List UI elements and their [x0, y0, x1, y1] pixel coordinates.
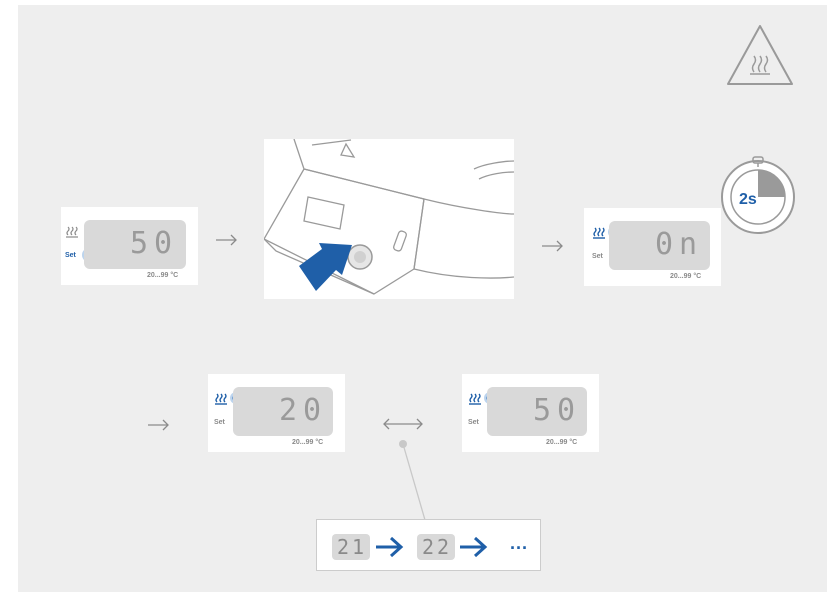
set-label: Set: [468, 419, 479, 426]
sequence-lcd-second: 22: [417, 534, 455, 560]
timer-label: 2s: [739, 191, 757, 208]
lcd-screen: 50: [84, 220, 186, 269]
press-button-arrow-icon: [299, 243, 352, 291]
sequence-arrow-icon: [460, 536, 488, 558]
display-panel-high: Set 50 20...99 °C: [462, 374, 599, 452]
lcd-value: 0n: [655, 227, 704, 262]
device-illustration: [264, 139, 514, 299]
heating-icon: [469, 393, 481, 405]
display-panel-on: Set 0n 20...99 °C: [584, 208, 721, 286]
heating-icon: [215, 393, 227, 405]
temperature-range: 20...99 °C: [147, 272, 179, 279]
temperature-range: 20...99 °C: [670, 273, 702, 280]
arrow-right: [216, 234, 237, 246]
set-label: Set: [592, 253, 603, 260]
heating-icon: [593, 227, 605, 239]
lcd-screen: 50: [487, 387, 587, 436]
callout-connector: [399, 440, 426, 520]
arrow-right: [148, 419, 169, 431]
hot-surface-warning-icon: [727, 25, 793, 85]
increment-sequence-box: 21 22 ···: [316, 519, 541, 571]
lcd-screen: 20: [233, 387, 333, 436]
temperature-range: 20...99 °C: [292, 439, 324, 446]
lcd-value: 20: [279, 393, 328, 428]
set-label: Set: [214, 419, 225, 426]
sequence-ellipsis: ···: [510, 538, 528, 558]
sequence-arrow-icon: [376, 536, 404, 558]
temperature-range: 20...99 °C: [546, 439, 578, 446]
sequence-value-second: 22: [422, 535, 453, 559]
lcd-screen: 0n: [609, 221, 710, 270]
sequence-lcd-first: 21: [332, 534, 370, 560]
display-panel-initial: Set 50 20...99 °C: [61, 207, 198, 285]
timer-icon: [721, 156, 795, 234]
arrow-bidirectional: [383, 418, 423, 430]
arrow-right: [542, 240, 563, 252]
heating-icon: [66, 226, 78, 238]
lcd-value: 50: [533, 393, 582, 428]
lcd-value: 50: [130, 226, 179, 261]
set-label: Set: [65, 252, 76, 259]
sequence-value-first: 21: [337, 535, 368, 559]
display-panel-low: Set 20 20...99 °C: [208, 374, 345, 452]
